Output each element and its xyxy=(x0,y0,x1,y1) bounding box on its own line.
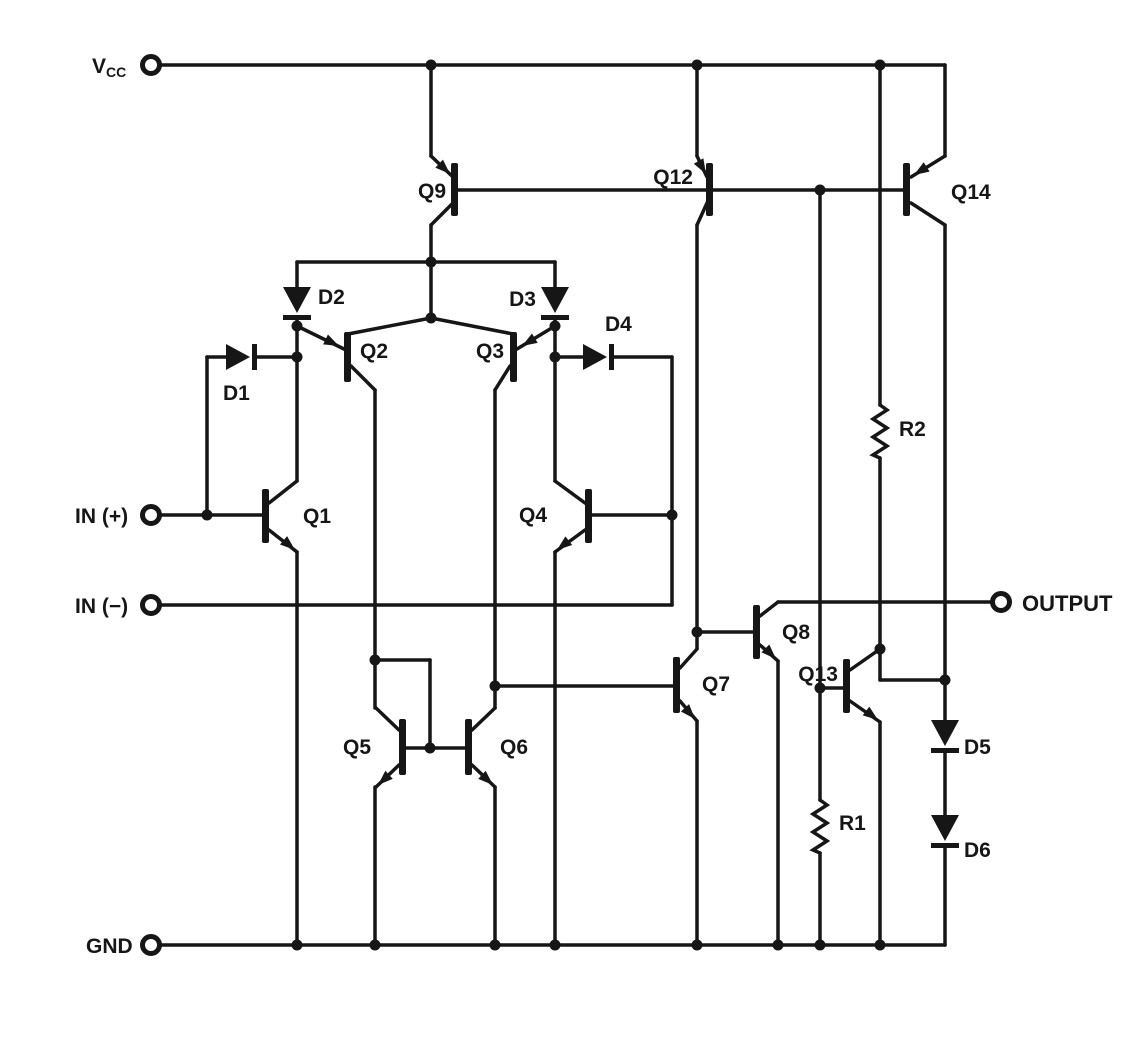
q7-label: Q7 xyxy=(702,673,730,696)
d5-label: D5 xyxy=(964,736,991,759)
output-label: OUTPUT xyxy=(1022,591,1113,616)
transistor-q6 xyxy=(465,706,497,789)
q1-label: Q1 xyxy=(303,505,331,528)
resistor-r1 xyxy=(809,798,831,855)
wires xyxy=(157,63,995,947)
r2-label: R2 xyxy=(899,418,926,441)
d1-label: D1 xyxy=(223,382,250,405)
transistor-q2 xyxy=(295,316,433,392)
transistor-q13 xyxy=(843,647,882,724)
junction-dots xyxy=(201,59,951,951)
q8-label: Q8 xyxy=(782,621,810,644)
resistor-r2 xyxy=(869,403,891,460)
transistor-q5 xyxy=(374,706,406,789)
transistor-q9 xyxy=(429,154,458,227)
transistor-q14 xyxy=(903,154,947,227)
q9-label: Q9 xyxy=(418,180,446,203)
q14-label: Q14 xyxy=(951,181,991,204)
transistor-q7 xyxy=(673,647,699,723)
q13-label: Q13 xyxy=(798,663,838,686)
transistor-q1 xyxy=(262,479,299,554)
q12-label: Q12 xyxy=(653,166,693,189)
in-minus-terminal xyxy=(140,594,162,616)
diode-d2 xyxy=(283,287,311,320)
d3-label: D3 xyxy=(509,288,536,311)
vcc-terminal xyxy=(140,54,162,76)
transistor-q8 xyxy=(753,600,780,663)
gnd-terminal xyxy=(140,934,162,956)
transistor-q12 xyxy=(693,154,713,227)
diode-d4 xyxy=(583,344,614,370)
transistor-q4 xyxy=(553,479,592,554)
diode-d6 xyxy=(931,815,959,848)
d6-label: D6 xyxy=(964,839,991,862)
vcc-label: VCC xyxy=(92,55,126,80)
q3-label: Q3 xyxy=(476,340,504,363)
q5-label: Q5 xyxy=(343,736,371,759)
diode-d3 xyxy=(541,287,569,320)
q4-label: Q4 xyxy=(519,504,547,527)
in-minus-label: IN (−) xyxy=(75,595,128,618)
diode-d5 xyxy=(931,720,959,753)
gnd-label: GND xyxy=(86,935,133,958)
output-terminal xyxy=(990,591,1012,613)
transistor-q3 xyxy=(429,316,557,392)
d2-label: D2 xyxy=(318,286,345,309)
q6-label: Q6 xyxy=(500,736,528,759)
q2-label: Q2 xyxy=(360,340,388,363)
in-plus-label: IN (+) xyxy=(75,505,128,528)
diode-d1 xyxy=(226,344,257,370)
d4-label: D4 xyxy=(605,313,632,336)
r1-label: R1 xyxy=(839,812,866,835)
in-plus-terminal xyxy=(140,504,162,526)
